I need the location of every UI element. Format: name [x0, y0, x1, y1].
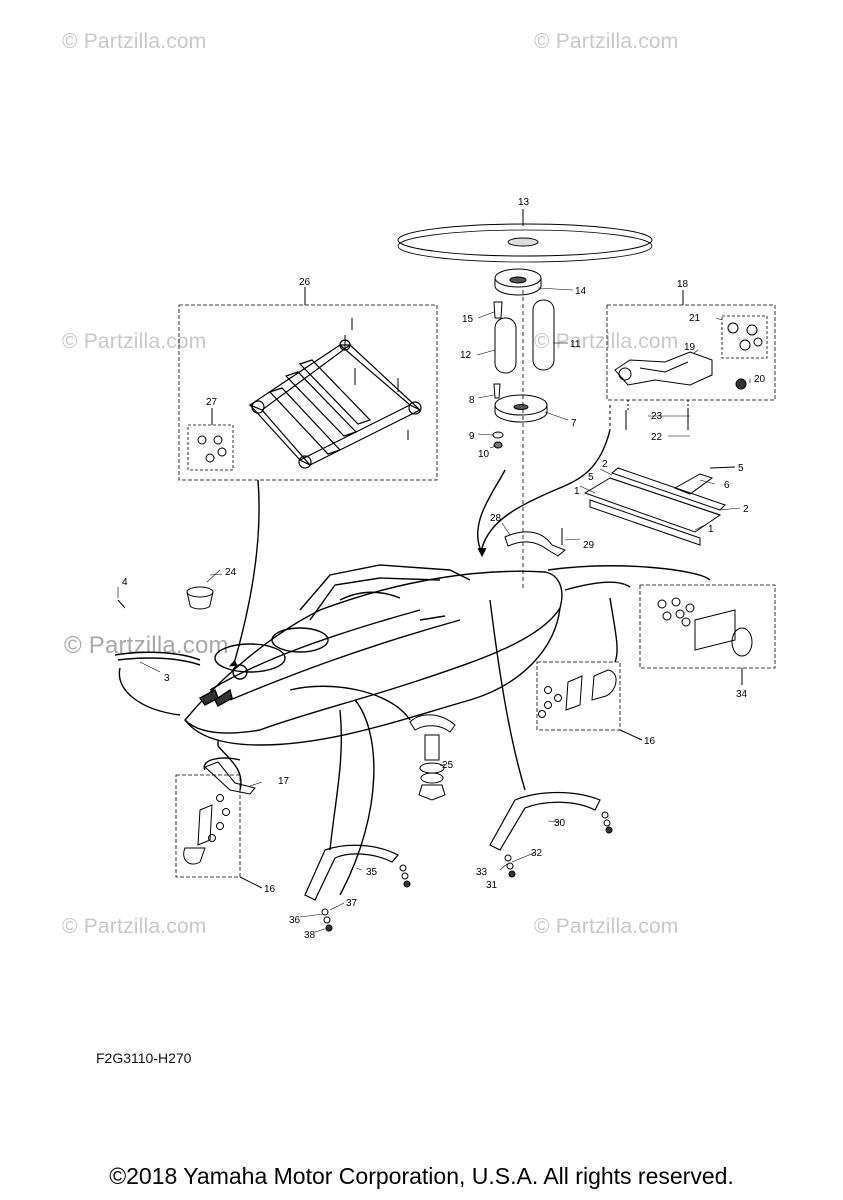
callout: 33: [476, 867, 488, 878]
callout: 4: [122, 577, 128, 588]
callout: 24: [225, 567, 237, 578]
callout: 5: [738, 463, 744, 474]
table-pole-short: [494, 317, 517, 374]
table-top: [397, 223, 653, 257]
latch-kit-box: [606, 304, 776, 401]
watermark: © Partzilla.com: [62, 30, 207, 53]
callout: 6: [724, 480, 730, 491]
callout: 20: [754, 374, 766, 385]
callout: 13: [518, 197, 530, 208]
trim-strip: [114, 651, 201, 661]
callout: 7: [571, 418, 577, 429]
callout: 2: [743, 504, 749, 515]
diagram-code: F2G3110-H270: [96, 1050, 192, 1066]
callout: 2: [602, 459, 608, 470]
callout: 35: [366, 867, 378, 878]
callout: 3: [164, 673, 170, 684]
callout: 23: [651, 411, 663, 422]
callout: 14: [575, 286, 587, 297]
watermark: © Partzilla.com: [64, 632, 229, 659]
callout: 16: [644, 736, 656, 747]
tow-eye-box-stern: [536, 661, 621, 731]
boat-hull: [184, 564, 563, 746]
callout: 25: [442, 760, 454, 771]
strap-cleat: [504, 531, 566, 557]
rail-assembly: [583, 466, 736, 546]
bow-bracket: [204, 761, 256, 795]
callout: 34: [736, 689, 748, 700]
stern-light-box: [639, 584, 776, 669]
boarding-ladder: [248, 339, 422, 469]
latch-assembly: [614, 351, 713, 386]
screw: [493, 301, 503, 319]
pop-up-cleat: [409, 714, 456, 733]
callout-labels: 1 1 2 2 3 4 5 5 6 7 8 9 10 11 12 13 14 1…: [122, 197, 766, 941]
callout: 11: [570, 339, 581, 350]
callout: 28: [490, 513, 502, 524]
callout: 12: [460, 350, 472, 361]
callout: 15: [462, 314, 474, 325]
ladder-kit-box: [178, 304, 438, 481]
callout: 1: [574, 486, 580, 497]
callout: 16: [264, 884, 276, 895]
callout: 18: [677, 279, 689, 290]
watermark: © Partzilla.com: [534, 915, 679, 938]
cup-holder: [186, 586, 214, 598]
callout: 30: [554, 818, 566, 829]
callout: 37: [346, 898, 358, 909]
latch-bumper-box: [721, 315, 768, 359]
callout: 31: [486, 880, 498, 891]
callout: 19: [684, 342, 696, 353]
callout: 22: [651, 432, 663, 443]
watermark: © Partzilla.com: [62, 330, 207, 353]
callout: 1: [708, 524, 714, 535]
callout: 27: [206, 397, 218, 408]
callout: 36: [289, 915, 301, 926]
callout: 38: [304, 930, 316, 941]
grab-handle-bow: [304, 844, 399, 901]
callout: 9: [469, 431, 475, 442]
watermark: © Partzilla.com: [62, 915, 207, 938]
callout: 21: [689, 313, 701, 324]
copyright-notice: ©2018 Yamaha Motor Corporation, U.S.A. A…: [109, 1163, 734, 1189]
callout: 29: [583, 540, 595, 551]
callout: 5: [588, 472, 594, 483]
callout: 8: [469, 395, 475, 406]
grab-handle-stern: [489, 791, 601, 851]
callout: 17: [278, 776, 290, 787]
table-pole-long: [532, 299, 555, 371]
watermark: © Partzilla.com: [534, 330, 679, 353]
callout: 26: [299, 277, 311, 288]
tow-eye-box-bow: [175, 774, 241, 878]
callout: 32: [531, 848, 543, 859]
ladder-bumper-box: [187, 424, 234, 471]
callout: 10: [478, 449, 490, 460]
watermark: © Partzilla.com: [534, 30, 679, 53]
